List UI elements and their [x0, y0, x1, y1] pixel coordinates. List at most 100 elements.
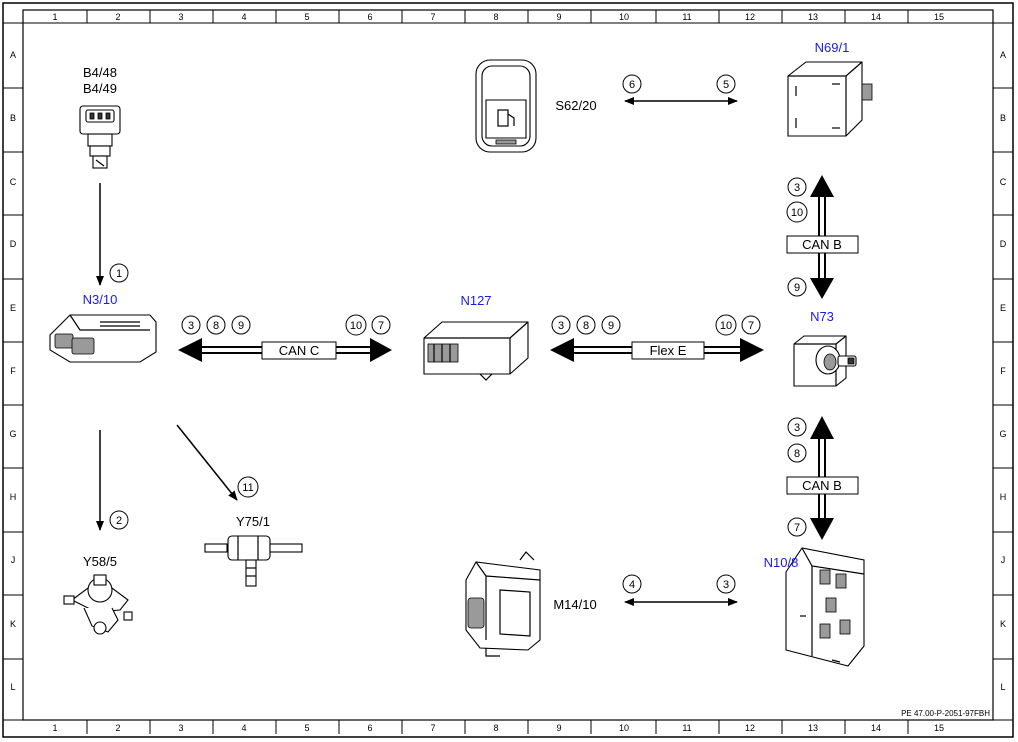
signal-badge-4: 4 — [622, 574, 642, 594]
signal-number: 7 — [794, 522, 800, 534]
can-b-upper-label: CAN B — [802, 237, 842, 252]
signal-number: 3 — [188, 320, 194, 332]
row-label-d: D — [10, 239, 17, 249]
col-label-1: 1 — [52, 12, 57, 22]
col-label-2: 2 — [115, 12, 120, 22]
label-n127: N127 — [460, 293, 491, 308]
row-label-right-j: J — [1001, 555, 1006, 565]
col-label-bottom-14: 14 — [871, 723, 881, 733]
signal-badge-canc-10: 10 — [345, 314, 367, 336]
col-label-bottom-2: 2 — [115, 723, 120, 733]
signal-badge-11: 11 — [237, 476, 259, 498]
row-label-e: E — [10, 303, 16, 313]
row-label-f: F — [10, 366, 16, 376]
signal-badge-canb-lower-7: 7 — [787, 517, 807, 537]
col-label-15: 15 — [934, 12, 944, 22]
signal-badge-canc-7: 7 — [371, 315, 391, 335]
signal-badge-canb-upper-10: 10 — [786, 201, 808, 223]
signal-badge-flexe-10: 10 — [715, 314, 737, 336]
row-label-g: G — [9, 429, 16, 439]
col-label-bottom-11: 11 — [682, 723, 691, 733]
col-label-bottom-3: 3 — [178, 723, 183, 733]
signal-number: 10 — [720, 320, 732, 332]
col-label-bottom-12: 12 — [745, 723, 755, 733]
row-label-right-k: K — [1000, 619, 1006, 629]
grid-row-labels: A B C D E F G H J K L A B C D E F G H J … — [9, 50, 1006, 692]
row-label-k: K — [10, 619, 16, 629]
signal-number: 11 — [242, 482, 253, 494]
valve-y58-5-icon — [63, 574, 133, 635]
row-label-right-c: C — [1000, 177, 1007, 187]
label-s62-20: S62/20 — [555, 98, 596, 113]
col-label-bottom-7: 7 — [430, 723, 435, 733]
row-label-right-a: A — [1000, 50, 1006, 60]
signal-number: 6 — [629, 79, 635, 91]
row-label-right-g: G — [999, 429, 1006, 439]
signal-acquisition-module-n10-8-icon — [785, 547, 865, 667]
row-label-j: J — [11, 555, 16, 565]
grid-ticks — [3, 10, 1013, 734]
label-b4-48: B4/48 — [83, 65, 117, 80]
col-label-bottom-4: 4 — [241, 723, 246, 733]
label-n73: N73 — [810, 309, 834, 324]
motor-m14-10-icon — [465, 551, 541, 657]
signal-badge-flexe-9: 9 — [601, 315, 621, 335]
signal-number: 10 — [350, 320, 362, 332]
signal-number: 7 — [748, 320, 754, 332]
col-label-4: 4 — [241, 12, 246, 22]
signal-badge-1: 1 — [109, 263, 129, 283]
col-label-8: 8 — [493, 12, 498, 22]
col-label-13: 13 — [808, 12, 818, 22]
row-label-a: A — [10, 50, 16, 60]
signal-badge-flexe-7: 7 — [741, 315, 761, 335]
label-b4-49: B4/49 — [83, 81, 117, 96]
col-label-14: 14 — [871, 12, 881, 22]
col-label-bottom-8: 8 — [493, 723, 498, 733]
signal-badge-5: 5 — [716, 74, 736, 94]
row-label-right-d: D — [1000, 239, 1007, 249]
col-label-bottom-1: 1 — [52, 723, 57, 733]
col-label-9: 9 — [556, 12, 561, 22]
row-label-c: C — [10, 177, 17, 187]
row-label-right-h: H — [1000, 492, 1007, 502]
signal-badge-canb-upper-3: 3 — [787, 177, 807, 197]
row-label-right-f: F — [1000, 366, 1006, 376]
signal-badge-m14-3: 3 — [716, 574, 736, 594]
switch-s62-20-icon — [475, 59, 537, 153]
row-label-l: L — [10, 682, 15, 692]
label-n3-10: N3/10 — [83, 292, 118, 307]
signal-number: 2 — [116, 515, 122, 527]
label-n69-1: N69/1 — [815, 40, 850, 55]
signal-badge-6: 6 — [622, 74, 642, 94]
signal-number: 8 — [794, 448, 800, 460]
col-label-7: 7 — [430, 12, 435, 22]
signal-number: 9 — [794, 282, 800, 294]
signal-badge-flexe-3: 3 — [551, 315, 571, 335]
flex-e-bus-arrow: Flex E — [550, 338, 764, 362]
col-label-6: 6 — [367, 12, 372, 22]
signal-badge-2: 2 — [109, 510, 129, 530]
signal-badge-canc-9: 9 — [231, 315, 251, 335]
col-label-11: 11 — [682, 12, 691, 22]
row-label-right-l: L — [1000, 682, 1005, 692]
signal-badge-canb-lower-8: 8 — [787, 443, 807, 463]
signal-number: 1 — [116, 268, 122, 280]
signal-badge-canc-3: 3 — [181, 315, 201, 335]
signal-number: 3 — [794, 182, 800, 194]
label-n10-8: N10/8 — [764, 555, 799, 570]
signal-number: 9 — [608, 320, 614, 332]
can-b-lower-label: CAN B — [802, 478, 842, 493]
col-label-bottom-5: 5 — [304, 723, 309, 733]
can-c-label: CAN C — [279, 343, 319, 358]
col-label-bottom-9: 9 — [556, 723, 561, 733]
signal-badge-canb-lower-3: 3 — [787, 417, 807, 437]
col-label-bottom-13: 13 — [808, 723, 818, 733]
signal-number: 8 — [213, 320, 219, 332]
engine-control-unit-n3-10-icon — [49, 314, 157, 363]
col-label-10: 10 — [619, 12, 629, 22]
label-y75-1: Y75/1 — [236, 514, 270, 529]
door-control-unit-n69-1-icon — [787, 61, 873, 137]
col-label-bottom-6: 6 — [367, 723, 372, 733]
